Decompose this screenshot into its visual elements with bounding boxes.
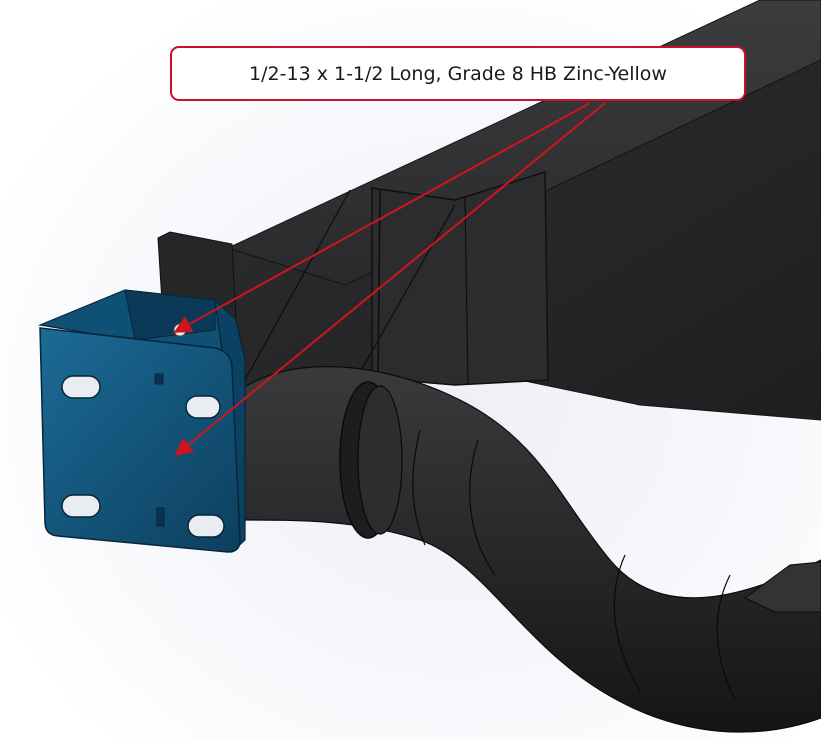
tube-seam	[412, 429, 426, 546]
mounting-slot	[187, 514, 225, 538]
mounting-slot	[61, 494, 101, 518]
tube-collar-front	[357, 385, 403, 535]
square-hole	[154, 373, 164, 385]
part-callout-label: 1/2-13 x 1-1/2 Long, Grade 8 HB Zinc-Yel…	[170, 46, 746, 101]
tube-seam-4	[716, 574, 736, 701]
gusset-line-2	[349, 204, 456, 391]
tube-seam-2	[469, 439, 496, 576]
gusset-line	[244, 189, 351, 381]
end-mount-tab	[744, 561, 821, 613]
leader-arrow	[173, 102, 591, 333]
square-hole	[156, 507, 165, 527]
leader-arrow	[174, 102, 606, 457]
mounting-slot	[185, 395, 221, 419]
tube-seam-3	[613, 554, 641, 691]
crossmember-strap	[371, 170, 549, 386]
strap-edge-line-2	[464, 197, 469, 386]
mounting-slot	[61, 375, 101, 399]
cross-tube	[239, 366, 821, 733]
